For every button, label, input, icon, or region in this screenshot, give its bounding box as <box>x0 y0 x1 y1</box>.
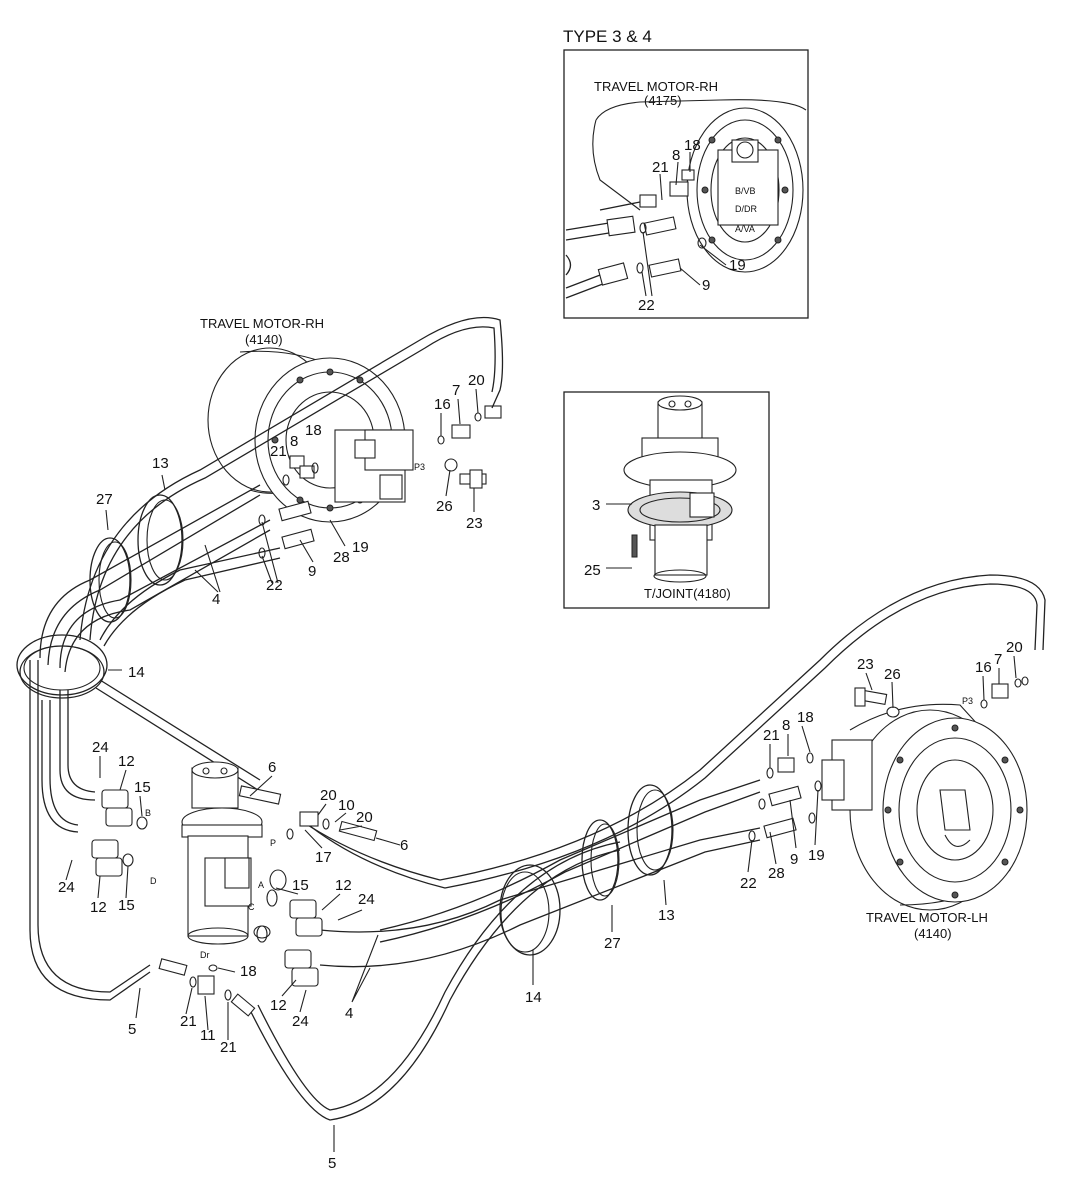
center-callout-12b: 12 <box>90 899 107 916</box>
motor-rh-callout-20: 20 <box>468 372 485 389</box>
motor-lh-callout-4: 4 <box>345 1005 353 1022</box>
motor-rh-callout-26: 26 <box>436 498 453 515</box>
travel-motor-lh: P3 23 26 16 7 20 21 8 18 19 22 <box>345 639 1029 1022</box>
motor-rh-callout-28: 28 <box>333 549 350 566</box>
inset-port-bvb: B/VB <box>735 186 756 196</box>
motor-lh-fittings <box>748 676 1029 842</box>
center-callout-6b: 6 <box>400 837 408 854</box>
motor-lh-callout-16: 16 <box>975 659 992 676</box>
center-callout-12a: 12 <box>118 753 135 770</box>
center-callout-24c: 24 <box>358 891 375 908</box>
motor-lh-port-p3: P3 <box>962 696 973 706</box>
travel-motor-rh: TRAVEL MOTOR-RH (4140) P3 <box>96 316 502 608</box>
center-callout-15b: 15 <box>118 897 135 914</box>
motor-rh-code: (4140) <box>245 332 283 347</box>
inset-callout-8: 8 <box>672 147 680 164</box>
inset-port-ddr: D/DR <box>735 204 757 214</box>
motor-rh-callout-13: 13 <box>152 455 169 472</box>
center-callout-5b: 5 <box>328 1155 336 1172</box>
center-callout-6a: 6 <box>268 759 276 776</box>
motor-rh-callout-22: 22 <box>266 577 283 594</box>
motor-lh-callout-20: 20 <box>1006 639 1023 656</box>
center-callout-24b: 24 <box>58 879 75 896</box>
inset-callout-18: 18 <box>684 137 701 154</box>
center-port-dr: Dr <box>200 950 210 960</box>
inset-motor-code: (4175) <box>644 93 682 108</box>
motor-rh-callout-9: 9 <box>308 563 316 580</box>
center-callout-21b: 21 <box>220 1039 237 1056</box>
center-callout-15c: 15 <box>292 877 309 894</box>
inset-frame <box>563 49 809 319</box>
tjoint-callout-3: 3 <box>592 497 600 514</box>
inset-callout-19: 19 <box>729 257 746 274</box>
center-callout-20a: 20 <box>320 787 337 804</box>
motor-lh-callout-23: 23 <box>857 656 874 673</box>
motor-lh-drawing: P3 <box>821 696 1028 911</box>
center-callout-20b: 20 <box>356 809 373 826</box>
motor-lh-callout-26: 26 <box>884 666 901 683</box>
motor-rh-callout-4: 4 <box>212 591 220 608</box>
tjoint-callout-25: 25 <box>584 562 601 579</box>
center-callout-12d: 12 <box>270 997 287 1014</box>
motor-rh-callout-8: 8 <box>290 433 298 450</box>
center-port-c: C <box>248 902 255 912</box>
motor-lh-callout-21: 21 <box>763 727 780 744</box>
center-port-a: A <box>258 880 264 890</box>
inset-port-ava: A/VA <box>735 224 755 234</box>
motor-lh-callout-8: 8 <box>782 717 790 734</box>
clamps <box>16 494 674 956</box>
motor-rh-callout-16: 16 <box>434 396 451 413</box>
motor-lh-callout-27: 27 <box>604 935 621 952</box>
center-callout-15a: 15 <box>134 779 151 796</box>
center-callout-17: 17 <box>315 849 332 866</box>
center-callout-24a: 24 <box>92 739 109 756</box>
tjoint-title: T/JOINT(4180) <box>644 586 731 601</box>
inset-type-3-4: TYPE 3 & 4 TRAVEL MOTOR-RH (4175) B/VB D… <box>563 27 809 319</box>
motor-rh-callout-21: 21 <box>270 443 287 460</box>
inset-callout-21: 21 <box>652 159 669 176</box>
motor-rh-callout-27: 27 <box>96 491 113 508</box>
motor-rh-port-p3: P3 <box>414 462 425 472</box>
center-callout-24d: 24 <box>292 1013 309 1030</box>
motor-rh-callout-7: 7 <box>452 382 460 399</box>
motor-lh-callout-19: 19 <box>808 847 825 864</box>
motor-lh-callout-18: 18 <box>797 709 814 726</box>
inset-callout-22: 22 <box>638 297 655 314</box>
inset-tjoint-frame <box>563 391 770 609</box>
motor-rh-callout-23: 23 <box>466 515 483 532</box>
motor-lh-callout-7: 7 <box>994 651 1002 668</box>
motor-lh-title: TRAVEL MOTOR-LH <box>866 910 988 925</box>
motor-lh-callout-14: 14 <box>525 989 542 1006</box>
center-callout-5a: 5 <box>128 1021 136 1038</box>
center-port-p: P <box>270 838 276 848</box>
motor-rh-callout-19: 19 <box>352 539 369 556</box>
center-callout-11: 11 <box>200 1027 216 1044</box>
inset-hoses <box>565 169 707 299</box>
motor-lh-code: (4140) <box>914 926 952 941</box>
inset-header: TYPE 3 & 4 <box>563 27 652 46</box>
inset-motor-title: TRAVEL MOTOR-RH <box>594 79 718 94</box>
center-callout-14: 14 <box>128 664 145 681</box>
center-callout-10: 10 <box>338 797 355 814</box>
center-port-d: D <box>150 876 157 886</box>
center-port-b: B <box>145 808 151 818</box>
motor-rh-title: TRAVEL MOTOR-RH <box>200 316 324 331</box>
motor-lh-callout-9: 9 <box>790 851 798 868</box>
motor-lh-callout-22: 22 <box>740 875 757 892</box>
inset-motor-drawing: B/VB D/DR A/VA <box>592 99 807 273</box>
hose-bundle <box>29 316 1046 1121</box>
center-swivel: B D P A C Dr <box>91 761 378 1017</box>
center-callout-12c: 12 <box>335 877 352 894</box>
center-callout-21a: 21 <box>180 1013 197 1030</box>
motor-lh-callout-28: 28 <box>768 865 785 882</box>
inset-callout-9: 9 <box>702 277 710 294</box>
center-callout-18: 18 <box>240 963 257 980</box>
motor-rh-callout-18: 18 <box>305 422 322 439</box>
inset-tjoint: 3 25 T/JOINT(4180) <box>563 391 770 609</box>
motor-lh-callout-13: 13 <box>658 907 675 924</box>
